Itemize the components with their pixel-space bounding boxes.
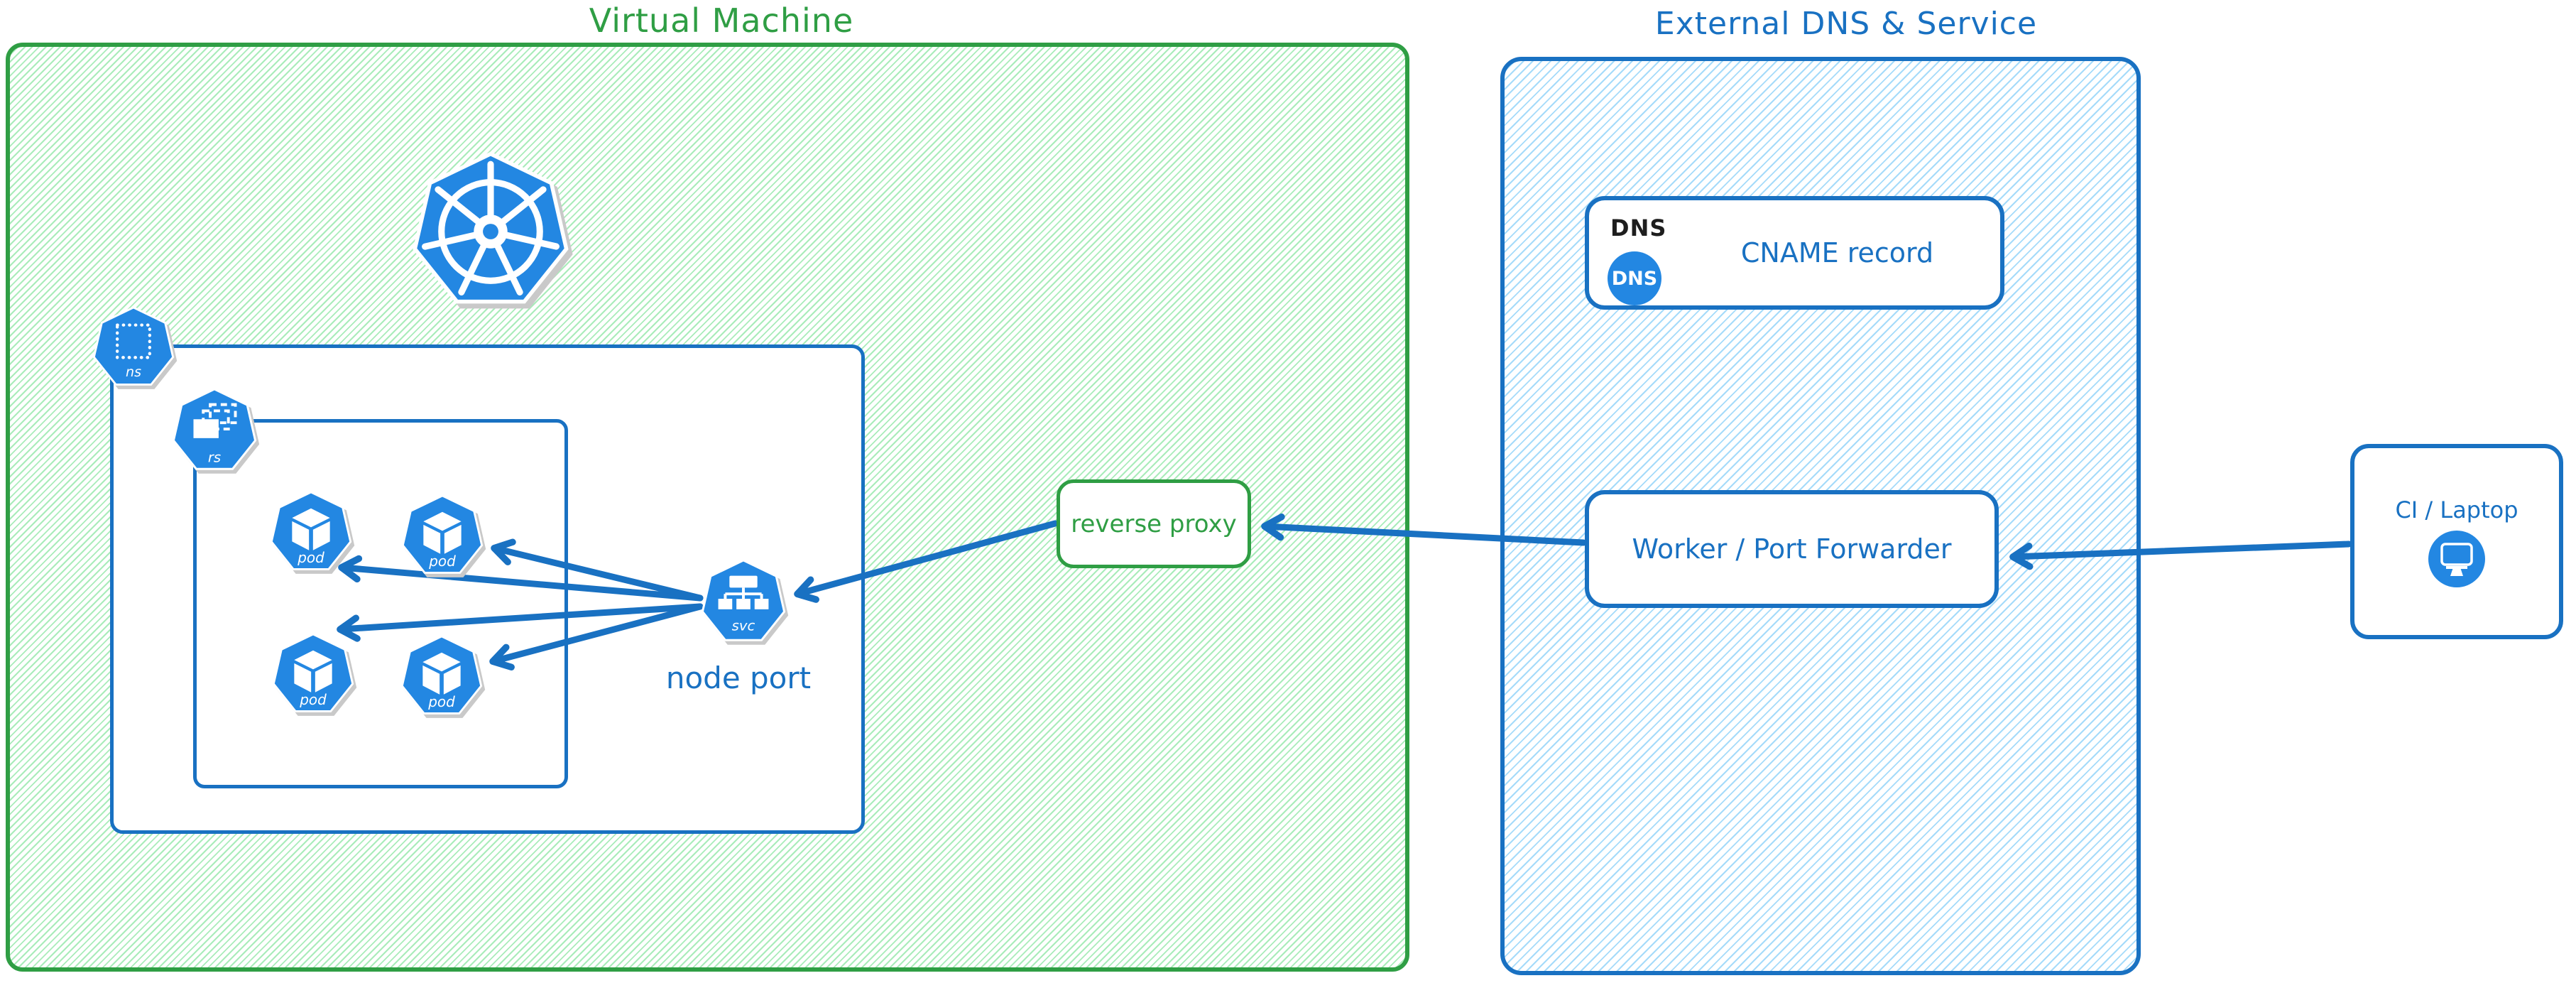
pod-icon-3: pod	[271, 633, 355, 717]
pod-icon-1: pod	[269, 491, 353, 575]
service-icon: svc	[700, 559, 787, 646]
dotted-square-glyph	[116, 323, 151, 359]
monitor-icon	[2428, 530, 2485, 587]
worker-port-forwarder-node: Worker / Port Forwarder	[1585, 490, 1999, 608]
pod-icon-4: pod	[400, 635, 484, 719]
cname-record-label: CNAME record	[1740, 237, 1934, 268]
node-port-label: node port	[665, 661, 812, 695]
dns-badge-icon: DNS	[1608, 251, 1661, 305]
external-group-title: External DNS & Service	[1654, 6, 2038, 42]
pod-icon-label: pod	[428, 553, 456, 570]
worker-label: Worker / Port Forwarder	[1632, 533, 1952, 565]
ci-laptop-label: CI / Laptop	[2395, 496, 2518, 523]
pod-icon-label: pod	[427, 693, 455, 710]
kubernetes-logo-icon	[410, 149, 571, 314]
reverse-proxy-node: reverse proxy	[1057, 479, 1251, 568]
dns-heading: DNS	[1610, 214, 1667, 241]
replicaset-icon-label: rs	[208, 449, 221, 465]
replicaset-icon: rs	[171, 388, 258, 474]
pod-icon-2: pod	[400, 494, 484, 578]
tree-glyph	[718, 575, 769, 609]
namespace-icon-label: ns	[126, 364, 141, 380]
pod-icon-label: pod	[297, 549, 324, 566]
service-icon-label: svc	[732, 617, 755, 634]
vm-group-title: Virtual Machine	[589, 1, 854, 40]
ci-laptop-node: CI / Laptop	[2350, 444, 2563, 639]
dns-cname-node: DNS DNS CNAME record	[1585, 196, 2004, 310]
replicaset-box	[193, 419, 568, 788]
stacked-squares-glyph	[193, 403, 237, 438]
namespace-icon: ns	[92, 306, 175, 390]
dns-badge-label: DNS	[1611, 267, 1658, 290]
reverse-proxy-label: reverse proxy	[1071, 509, 1237, 538]
pod-icon-label: pod	[299, 691, 327, 708]
